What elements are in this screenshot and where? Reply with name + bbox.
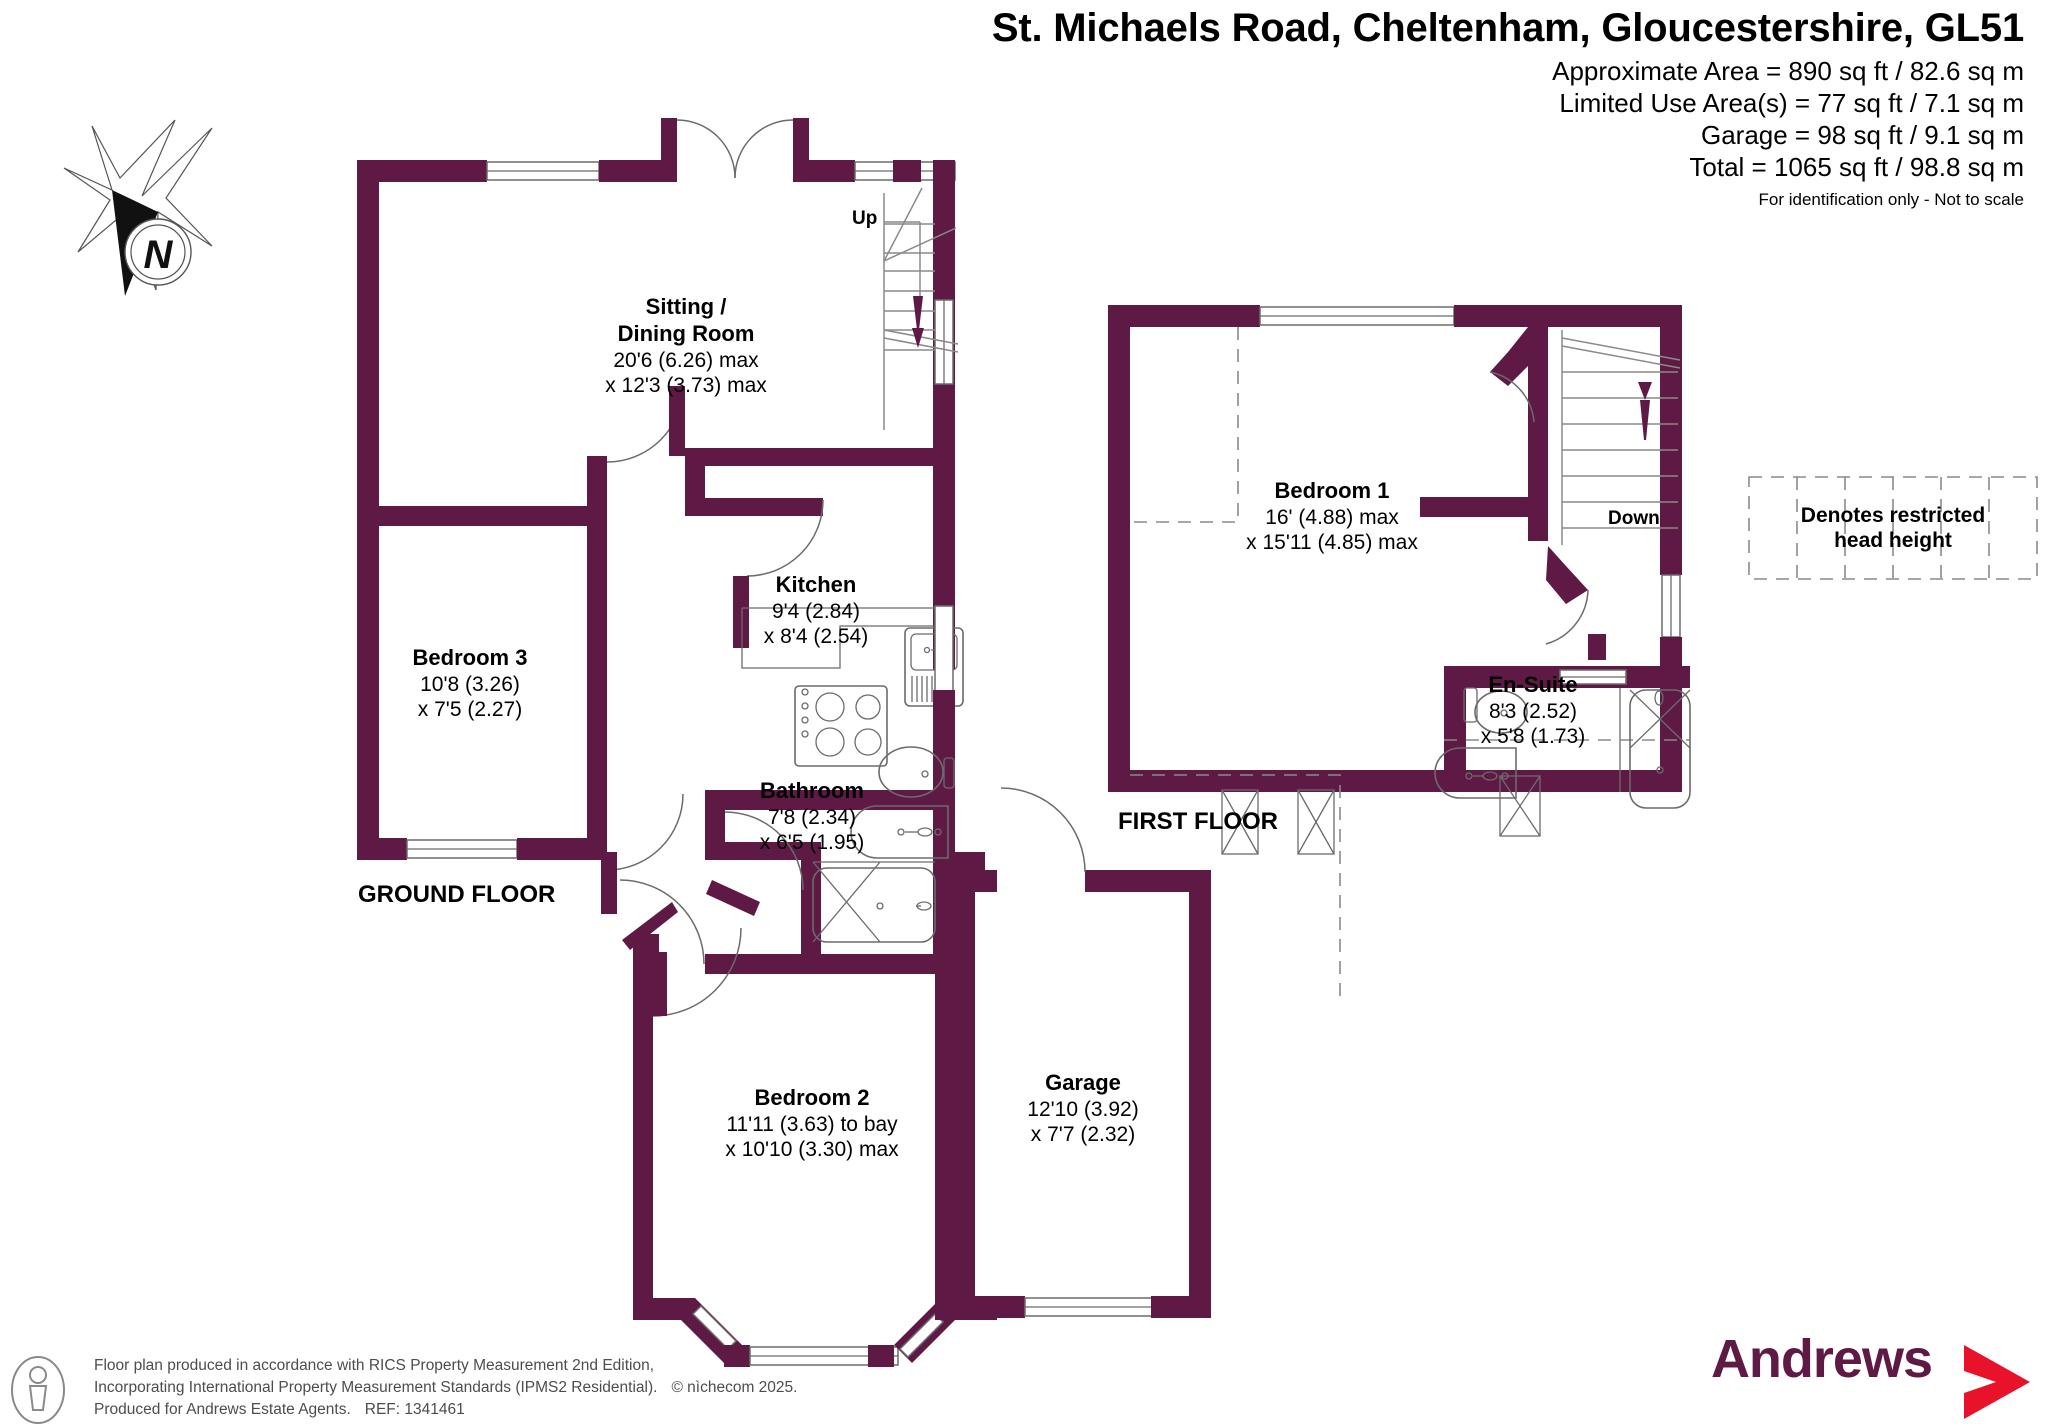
limited-use-area: Limited Use Area(s) = 77 sq ft / 7.1 sq …: [1559, 87, 2024, 118]
stairs-down: [1561, 330, 1681, 545]
brand-name: Andrews: [1710, 1329, 1933, 1389]
bathroom-fixtures: [812, 746, 955, 943]
legend-hatch: [1748, 476, 2038, 580]
area-summary: Approximate Area = 890 sq ft / 82.6 sq m…: [1552, 56, 2024, 211]
total-area: Total = 1065 sq ft / 98.8 sq m: [1689, 151, 2024, 182]
room-label-bedroom1: Bedroom 1 16' (4.88) max x 15'11 (4.85) …: [1246, 478, 1418, 555]
kitchen-fixtures: [741, 607, 964, 767]
room-label-sitting-dining: Sitting / Dining Room 20'6 (6.26) max x …: [605, 294, 767, 398]
room-label-ensuite: En-Suite 8'3 (2.52) x 5'8 (1.73): [1480, 672, 1586, 749]
ground-floor-plan: [357, 118, 1211, 1367]
rooflight-marker-2: [1297, 789, 1335, 855]
footer-line-3: Produced for Andrews Estate Agents.: [94, 1401, 351, 1418]
footer: Floor plan produced in accordance with R…: [18, 1355, 797, 1421]
scale-disclaimer: For identification only - Not to scale: [1758, 189, 2024, 209]
room-label-bathroom: Bathroom 7'8 (2.34) x 6'5 (1.95): [759, 778, 865, 855]
legend-line-1: Denotes restricted: [1800, 503, 1986, 527]
page-title: St. Michaels Road, Cheltenham, Glouceste…: [991, 6, 2024, 50]
first-floor-plan: [1108, 305, 1691, 1000]
stair-label-down: Down: [1608, 508, 1660, 529]
svg-text:N: N: [144, 233, 174, 277]
legend-restricted-head-height: Denotes restricted head height: [1748, 476, 2038, 580]
garage-area: Garage = 98 sq ft / 9.1 sq m: [1700, 119, 2024, 150]
footer-line-1: Floor plan produced in accordance with R…: [94, 1357, 655, 1374]
floor-label-first: FIRST FLOOR: [1118, 808, 1278, 835]
ensuite-fixtures: [1434, 687, 1691, 837]
footer-copyright: © nìchecom 2025.: [671, 1379, 798, 1396]
room-label-bedroom3: Bedroom 3 10'8 (3.26) x 7'5 (2.27): [412, 645, 528, 722]
stair-label-up: Up: [852, 208, 878, 229]
floor-label-ground: GROUND FLOOR: [358, 881, 556, 908]
compass-rose: N: [63, 119, 213, 296]
room-label-garage: Garage 12'10 (3.92) x 7'7 (2.32): [1027, 1070, 1139, 1147]
footer-line-2: Incorporating International Property Mea…: [94, 1379, 658, 1396]
room-label-kitchen: Kitchen 9'4 (2.84) x 8'4 (2.54): [763, 572, 869, 649]
stairs-up: [883, 187, 959, 430]
person-icon: [11, 1356, 65, 1424]
approximate-area: Approximate Area = 890 sq ft / 82.6 sq m: [1552, 56, 2024, 86]
room-label-bedroom2: Bedroom 2 11'11 (3.63) to bay x 10'10 (3…: [725, 1085, 899, 1162]
rooflight-marker-1: [1221, 789, 1259, 855]
legend-line-2: head height: [1834, 529, 1952, 552]
footer-ref: REF: 1341461: [364, 1401, 465, 1418]
andrews-logo: Andrews: [1711, 1332, 2026, 1386]
andrews-chevron-icon: [1964, 1345, 2030, 1419]
